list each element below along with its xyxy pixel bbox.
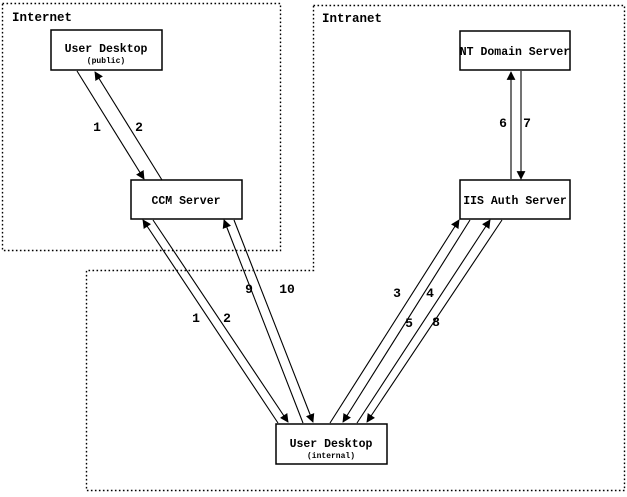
user-desktop-internal-box	[275, 423, 388, 465]
flow-label-4: 4	[426, 286, 434, 301]
flow-label-6: 6	[499, 116, 507, 131]
internet-zone-border	[1, 2, 282, 252]
node-nt-domain-server: NT Domain Server	[459, 30, 571, 71]
user-desktop-public-subtitle: (public)	[87, 57, 125, 66]
flow-label-2-mid: 2	[223, 311, 231, 326]
arrow-1-public-desktop-to-ccm	[76, 70, 145, 180]
flow-label-5: 5	[405, 316, 413, 331]
arrow-4-iis-to-internal-desktop	[342, 219, 471, 423]
user-desktop-internal-title: User Desktop	[290, 438, 373, 451]
flow-label-8: 8	[432, 315, 440, 330]
arrow-8-iis-to-internal-desktop	[366, 219, 503, 423]
arrow-10-ccm-to-internal-desktop	[233, 219, 315, 423]
user-desktop-internal-subtitle: (internal)	[307, 452, 355, 461]
intranet-zone-label: Intranet	[322, 12, 382, 26]
arrow-3-internal-desktop-to-iis	[329, 219, 460, 424]
arrow-1-internal-desktop-to-ccm	[142, 219, 279, 424]
flow-label-1-mid: 1	[192, 311, 200, 326]
arrow-9-internal-desktop-to-ccm	[222, 219, 304, 424]
internet-zone-label: Internet	[12, 11, 72, 25]
node-user-desktop-internal: User Desktop (internal)	[275, 423, 388, 465]
arrow-5-internal-desktop-to-iis	[356, 219, 491, 424]
node-user-desktop-public: User Desktop (public)	[50, 29, 163, 71]
arrow-2-ccm-to-internal-desktop	[152, 219, 289, 423]
user-desktop-public-box	[50, 29, 163, 71]
intranet-zone-border	[85, 4, 626, 492]
node-ccm-server: CCM Server	[130, 179, 243, 220]
ccm-server-box	[130, 179, 243, 220]
flow-arrows	[76, 70, 526, 424]
flow-label-9: 9	[245, 282, 253, 297]
flow-label-7: 7	[523, 116, 531, 131]
nt-domain-server-box	[459, 30, 571, 71]
ccm-server-title: CCM Server	[151, 195, 220, 208]
flow-label-2-top: 2	[135, 120, 143, 135]
flow-label-3: 3	[393, 286, 401, 301]
flow-labels: 1 2 6 7 1 2 9 10 3 4 5 8	[93, 116, 531, 331]
nt-domain-server-title: NT Domain Server	[460, 46, 571, 59]
iis-auth-server-box	[459, 179, 571, 220]
user-desktop-public-title: User Desktop	[65, 43, 148, 56]
node-iis-auth-server: IIS Auth Server	[459, 179, 571, 220]
flow-label-1-top: 1	[93, 120, 101, 135]
flow-label-10: 10	[279, 282, 295, 297]
iis-auth-server-title: IIS Auth Server	[463, 195, 567, 208]
arrow-2-ccm-to-public-desktop	[94, 71, 163, 181]
